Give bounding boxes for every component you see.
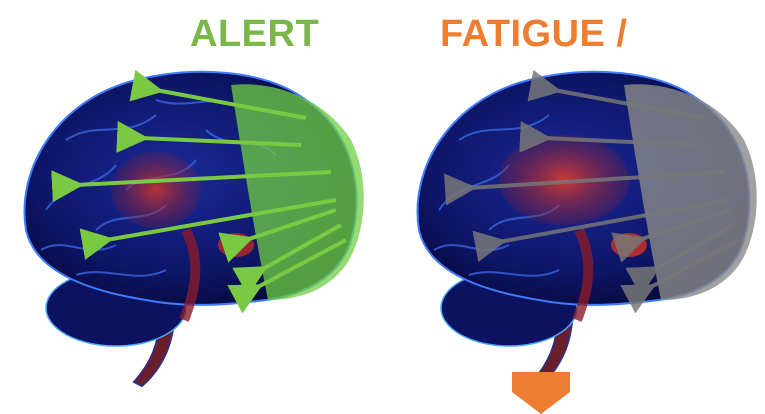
fatigue-label: FATIGUE / [440, 12, 627, 56]
fatigue-brain-icon [404, 60, 764, 390]
fatigue-brain [404, 60, 764, 395]
down-arrow-icon [512, 372, 570, 414]
alert-brain [6, 60, 376, 395]
alert-brain-icon [6, 60, 376, 390]
alert-label: ALERT [190, 12, 319, 56]
